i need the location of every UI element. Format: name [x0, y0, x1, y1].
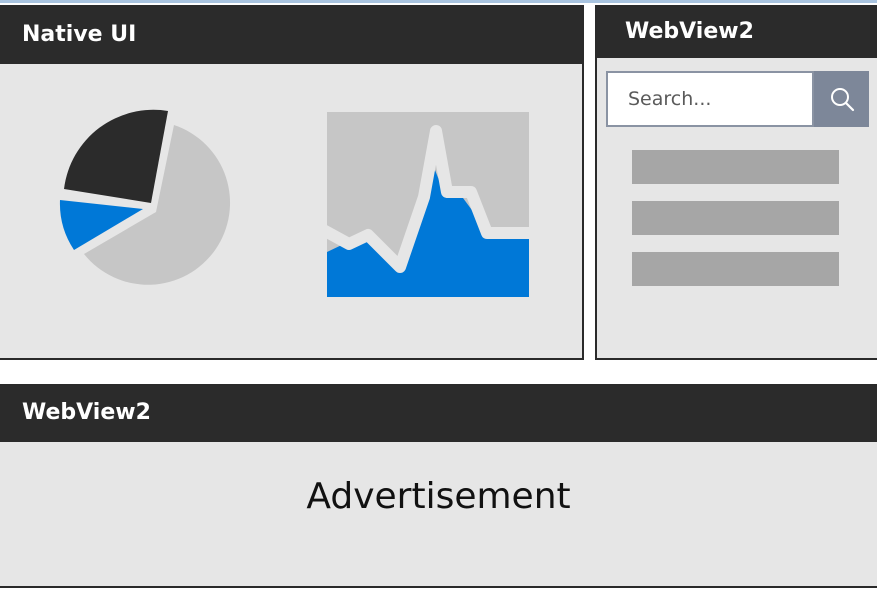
search-box [606, 71, 814, 127]
pie-slice-blue [59, 200, 143, 250]
area-chart-line [318, 125, 535, 273]
search-input[interactable] [608, 73, 812, 125]
pie-chart [59, 109, 231, 285]
search-icon [830, 88, 854, 112]
webview2-bottom-header: WebView2 [0, 386, 877, 442]
native-ui-header: Native UI [0, 7, 582, 64]
area-chart-fill [327, 170, 529, 297]
list-item[interactable] [632, 201, 839, 235]
advertisement-text[interactable]: Advertisement [306, 476, 571, 517]
webview2-side-pane: WebView2 [595, 5, 877, 360]
webview2-side-header: WebView2 [597, 7, 877, 58]
list-item[interactable] [632, 252, 839, 286]
pie-slice-dark [64, 109, 168, 203]
list-item[interactable] [632, 150, 839, 184]
area-chart [318, 112, 535, 297]
pie-slice-large [84, 125, 231, 285]
search-button[interactable] [814, 71, 869, 127]
top-divider [0, 0, 877, 3]
native-ui-pane: Native UI [0, 5, 584, 360]
webview2-bottom-pane: WebView2 Advertisement [0, 384, 877, 588]
